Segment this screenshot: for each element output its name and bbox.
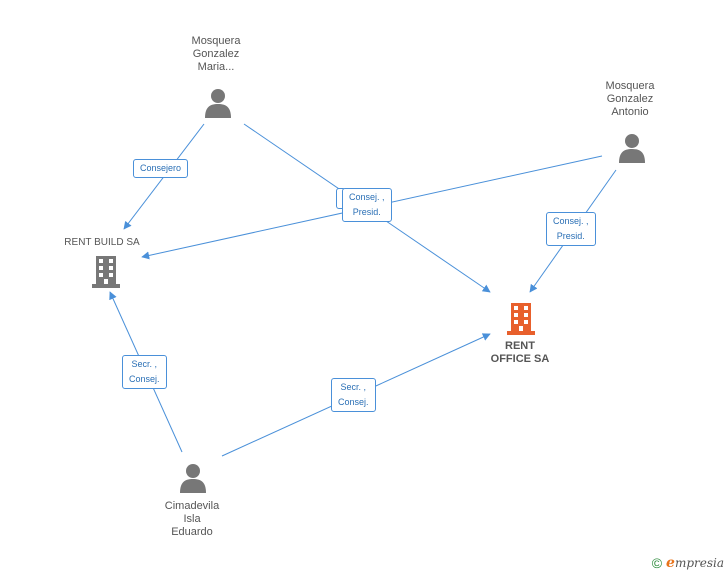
person-icon[interactable]	[204, 88, 232, 118]
person-label-eduardo[interactable]: Cimadevila Isla Eduardo	[164, 500, 220, 538]
edge-label-center[interactable]: Consej. , Presid.	[342, 188, 392, 222]
building-icon[interactable]	[505, 301, 537, 335]
brand-logo: empresia	[666, 555, 724, 571]
person-icon[interactable]	[179, 463, 207, 493]
copyright-symbol: ©	[651, 555, 663, 571]
person-label-antonio[interactable]: Mosquera Gonzalez Antonio	[605, 80, 655, 118]
person-label-maria[interactable]: Mosquera Gonzalez Maria...	[191, 35, 241, 73]
edge-label-maria-build[interactable]: Consejero	[133, 159, 189, 178]
person-icon[interactable]	[618, 133, 646, 163]
edge-label-eduardo-office[interactable]: Secr. , Consej.	[331, 378, 376, 412]
edge-label-eduardo-build[interactable]: Secr. , Consej.	[122, 355, 167, 389]
company-label-rent-build[interactable]: RENT BUILD SA	[64, 237, 140, 248]
company-label-rent-office[interactable]: RENT OFFICE SA	[490, 340, 550, 365]
edge-label-antonio-office[interactable]: Consej. , Presid.	[546, 212, 596, 246]
footer-brand: © empresia	[652, 555, 724, 571]
building-icon[interactable]	[90, 254, 122, 288]
